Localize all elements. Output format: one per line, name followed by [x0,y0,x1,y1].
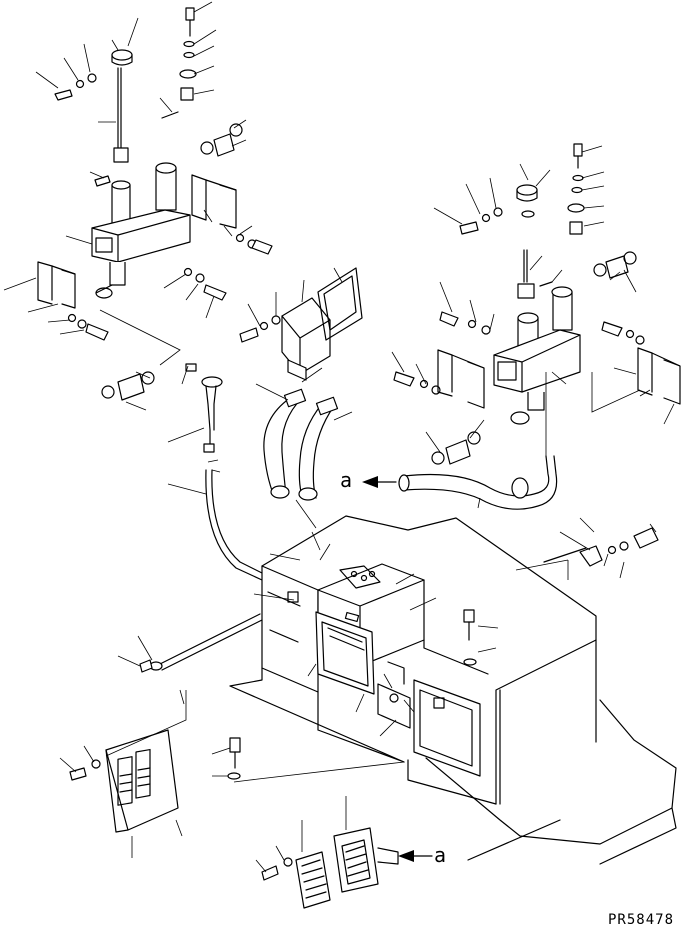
ref-label-a-left: a [340,468,352,492]
drawing-code: PR58478 [608,912,674,928]
console-body: a [59,499,677,909]
center-parts: a [167,267,659,581]
ref-label-a-bottom: a [434,843,446,867]
right-duct-assembly [391,143,681,465]
left-duct-assembly [3,1,273,411]
